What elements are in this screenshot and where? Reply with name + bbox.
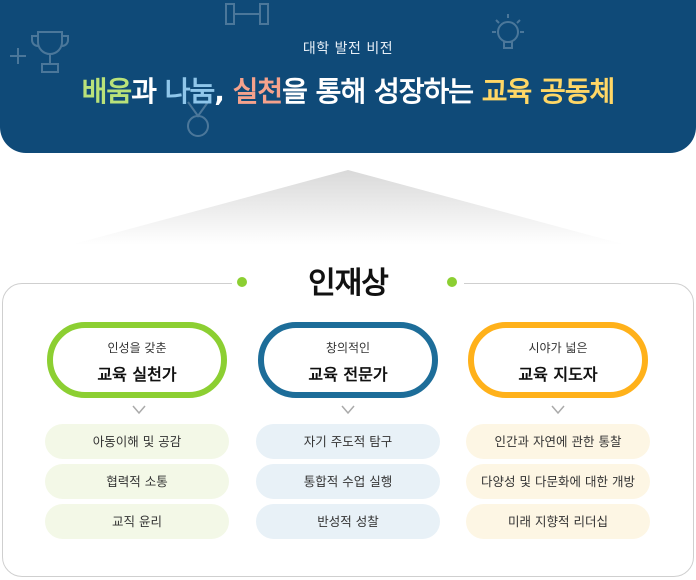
- pill-title: 교육 실천가: [97, 365, 177, 384]
- medal-icon: [187, 101, 209, 137]
- headline-text: 과: [131, 75, 165, 108]
- title-dot-left: [237, 277, 247, 287]
- headline-text: 을 통해 성장하는: [282, 75, 482, 108]
- pill-title: 교육 전문가: [308, 365, 388, 384]
- headline-word-learning: 배움: [81, 75, 133, 108]
- banner-subtitle: 대학 발전 비전: [302, 41, 394, 57]
- chevron-down-icon: [132, 405, 146, 415]
- pill-education-leader: 시야가 넓은 교육 지도자: [468, 322, 648, 398]
- dumbbell-icon: [225, 3, 269, 25]
- chevron-down-icon: [341, 405, 355, 415]
- pill-title: 교육 지도자: [518, 365, 598, 384]
- trophy-icon: [31, 31, 69, 73]
- vision-banner: 대학 발전 비전 배움과 나눔, 실천을 통해 성장하는 교육 공동체: [0, 0, 696, 153]
- plus-sparkle-icon: [10, 48, 26, 64]
- panel-title: 인재상: [308, 266, 389, 301]
- list-item: 다양성 및 다문화에 대한 개방: [466, 464, 650, 499]
- headline-word-practice: 실천: [232, 75, 284, 108]
- headline-word-community: 교육 공동체: [481, 75, 616, 108]
- list-item: 반성적 성찰: [256, 504, 440, 539]
- lightbulb-icon: [492, 14, 524, 49]
- list-item: 인간과 자연에 관한 통찰: [466, 424, 650, 459]
- list-item: 통합적 수업 실행: [256, 464, 440, 499]
- headline-word-sharing: 나눔: [164, 75, 216, 108]
- panel-title-background: [232, 258, 464, 306]
- banner-headline: 배움과 나눔, 실천을 통해 성장하는 교육 공동체: [0, 70, 696, 110]
- chevron-down-icon: [551, 405, 565, 415]
- connector-wedge: [70, 170, 626, 245]
- pill-subtitle: 창의적인: [325, 341, 371, 355]
- list-item: 자기 주도적 탐구: [256, 424, 440, 459]
- list-item: 아동이해 및 공감: [45, 424, 229, 459]
- pill-subtitle: 인성을 갖춘: [107, 341, 167, 355]
- headline-text: ,: [214, 75, 233, 108]
- pill-subtitle: 시야가 넓은: [528, 341, 588, 355]
- list-item: 미래 지향적 리더십: [466, 504, 650, 539]
- title-dot-right: [447, 277, 457, 287]
- list-item: 협력적 소통: [45, 464, 229, 499]
- pill-education-practitioner: 인성을 갖춘 교육 실천가: [47, 322, 227, 398]
- list-item: 교직 윤리: [45, 504, 229, 539]
- pill-education-expert: 창의적인 교육 전문가: [258, 322, 438, 398]
